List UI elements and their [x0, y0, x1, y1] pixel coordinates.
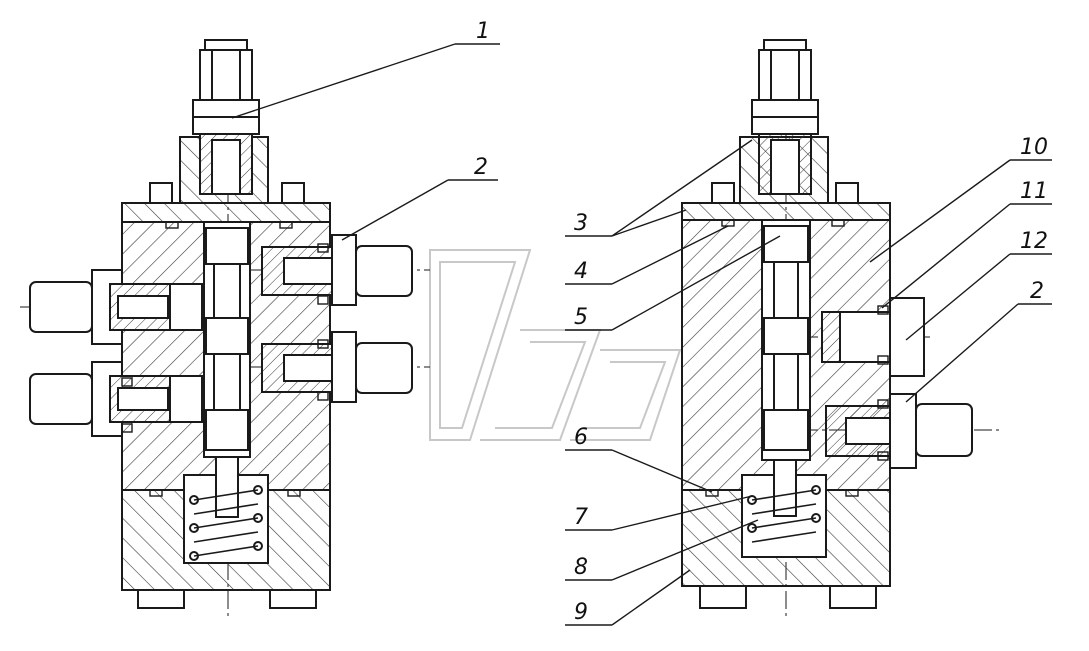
callout-right-3: 3	[574, 211, 588, 236]
callout-right-12: 12	[1020, 229, 1048, 254]
callout-right-6: 6	[574, 425, 588, 450]
top-fitting	[192, 39, 260, 195]
right-fitting	[825, 393, 973, 469]
callout-right-10: 10	[1020, 135, 1048, 160]
left-section-view	[20, 39, 430, 620]
callout-right-4: 4	[574, 259, 588, 284]
callout-right-2: 2	[1030, 279, 1044, 304]
seal-rings-right	[705, 219, 889, 497]
spring-coils	[189, 485, 263, 561]
callout-left-1: 1	[476, 19, 490, 44]
right-fitting-upper	[261, 234, 413, 306]
right-fitting-lower	[261, 331, 413, 403]
left-fitting-upper	[29, 269, 203, 345]
callout-right-7: 7	[574, 505, 588, 530]
callout-right-11: 11	[1020, 179, 1048, 204]
top-fitting-right	[751, 39, 819, 195]
right-section-view	[681, 39, 1000, 620]
left-fitting-lower	[29, 361, 203, 437]
leader-lines	[231, 43, 1052, 626]
spring-coils-right	[747, 485, 821, 543]
callout-right-8: 8	[574, 555, 588, 580]
plug-screw	[821, 297, 925, 377]
callout-left-2: 2	[474, 155, 488, 180]
callout-right-5: 5	[574, 305, 588, 330]
callout-right-9: 9	[574, 600, 588, 625]
stylized-logo-watermark	[429, 249, 682, 441]
seal-rings-left	[121, 221, 329, 497]
